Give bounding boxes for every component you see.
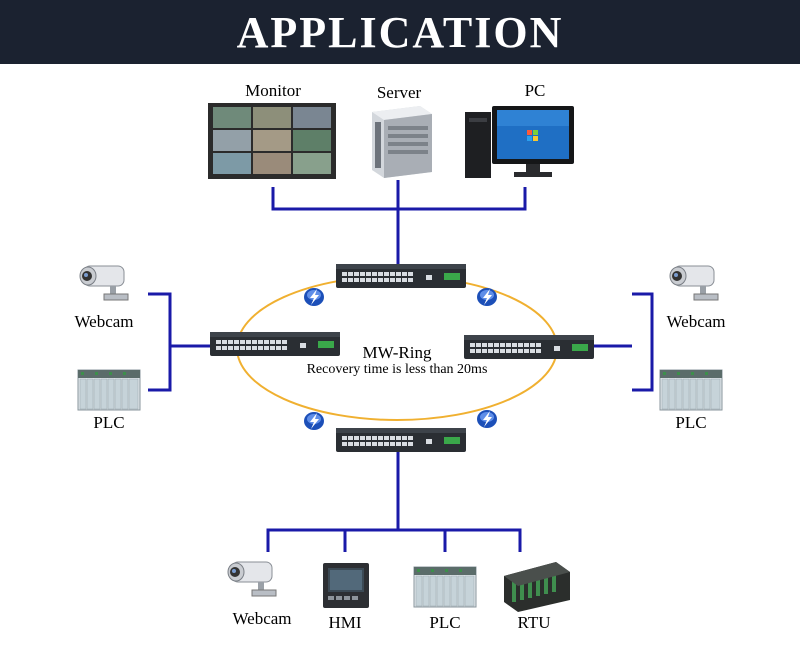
webcam-icon — [79, 265, 129, 301]
plc-icon — [659, 369, 723, 411]
left-webcam-label: Webcam — [74, 312, 134, 331]
switch-icon — [336, 264, 466, 288]
monitor-icon — [208, 103, 336, 179]
right-plc-label: PLC — [675, 413, 707, 432]
switch-icon — [464, 335, 594, 359]
left-plc-label: PLC — [93, 413, 125, 432]
hmi-label: HMI — [328, 613, 362, 632]
switch-icon — [336, 428, 466, 452]
monitor-label: Monitor — [245, 81, 301, 100]
lightning-badge-icon — [304, 412, 324, 430]
webcam-icon — [669, 265, 719, 301]
switch-icon — [210, 332, 340, 356]
pc-label: PC — [524, 81, 546, 100]
plc-icon — [413, 566, 477, 608]
header-banner: APPLICATION — [0, 0, 800, 64]
server-icon — [372, 106, 432, 178]
lightning-badge-icon — [477, 288, 497, 306]
ring-name: MW-Ring — [362, 343, 432, 362]
lightning-badge-icon — [477, 410, 497, 428]
webcam-icon — [227, 561, 277, 597]
page-title: APPLICATION — [236, 7, 564, 57]
hmi-icon — [323, 563, 369, 608]
lightning-badge-icon — [304, 288, 324, 306]
rtu-icon — [504, 562, 570, 612]
rtu-label: RTU — [517, 613, 551, 632]
server-label: Server — [376, 83, 422, 102]
bottom-webcam-label: Webcam — [232, 609, 292, 628]
link-lines — [148, 180, 654, 552]
bottom-plc-label: PLC — [429, 613, 461, 632]
ring-recovery-note: Recovery time is less than 20ms — [306, 362, 488, 377]
right-webcam-label: Webcam — [666, 312, 726, 331]
pc-icon — [465, 106, 574, 178]
plc-icon — [77, 369, 141, 411]
